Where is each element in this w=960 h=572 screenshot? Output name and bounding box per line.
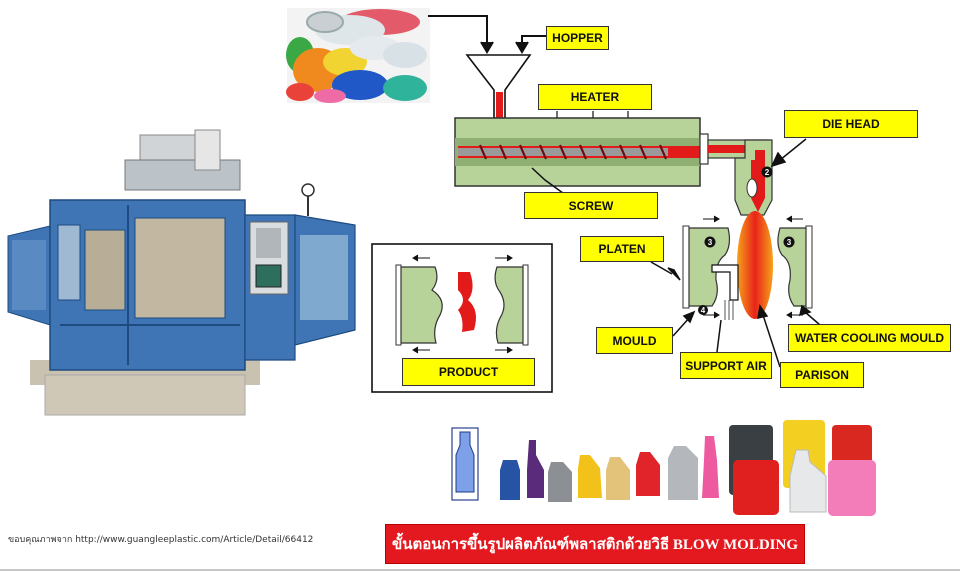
label-product: PRODUCT (402, 358, 535, 386)
plastic-pellets-photo (286, 8, 430, 103)
step-badge-support: 4 (701, 306, 706, 315)
label-screw: SCREW (524, 192, 658, 219)
die-head (734, 139, 773, 216)
mould-arrows (703, 215, 803, 319)
control-panel-screen (255, 264, 282, 288)
bottom-divider (0, 569, 960, 571)
title-banner: ขั้นตอนการขึ้นรูปผลิตภัณฑ์พลาสติกด้วยวิธ… (385, 524, 805, 564)
mould-right (777, 225, 813, 309)
parison (737, 211, 773, 319)
step-badge-die: 2 (765, 168, 770, 177)
step-badge-mould-right: 3 (787, 238, 792, 247)
label-heater: HEATER (538, 84, 652, 110)
label-die-head: DIE HEAD (784, 110, 918, 138)
label-platen: PLATEN (580, 236, 664, 262)
support-air-pin (711, 264, 739, 320)
label-water-cooling-mould: WATER COOLING MOULD (788, 324, 951, 352)
image-credit: ขอบคุณภาพจาก http://www.guangleeplastic.… (8, 535, 314, 545)
hopper-funnel (465, 54, 532, 124)
label-parison: PARISON (780, 362, 864, 388)
screw (458, 144, 668, 160)
label-mould: MOULD (596, 327, 673, 354)
label-hopper: HOPPER (546, 26, 609, 50)
step-badge-mould-left: 3 (708, 238, 713, 247)
product-part (458, 272, 476, 332)
leader-lines (531, 138, 821, 368)
product-bottles (451, 420, 876, 516)
blow-molding-machine (7, 129, 356, 416)
feed-arrows (428, 15, 546, 54)
label-support-air: SUPPORT AIR (680, 352, 772, 379)
